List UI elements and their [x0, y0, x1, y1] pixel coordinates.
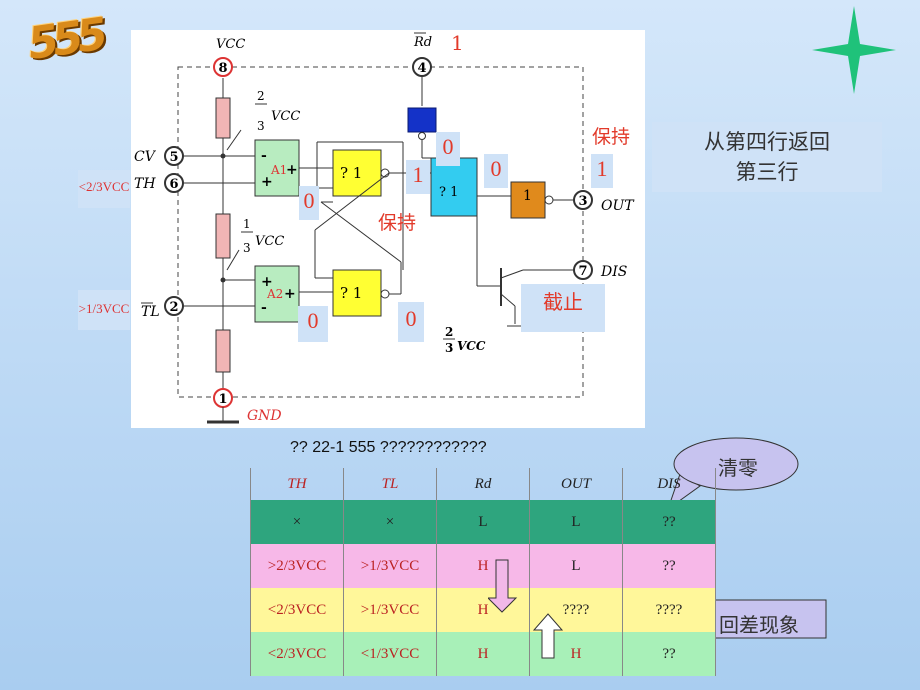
pin-4	[412, 57, 432, 77]
hysteresis-callout-text: 回差现象	[719, 613, 799, 637]
svg-text:? 1: ? 1	[340, 164, 362, 182]
arrow-up-icon	[532, 613, 564, 659]
gate3-output-state: 0	[484, 154, 508, 188]
cv-label: CV	[134, 149, 157, 165]
truth-table: TH TL Rd OUT DIS × × L L ?? >2/3VCC >1/3…	[250, 468, 716, 676]
logo-555: 555	[24, 9, 106, 70]
pin-4-number: 4	[417, 61, 426, 76]
divider-top-den: 3	[257, 119, 265, 133]
clear-callout-text: 清零	[718, 456, 758, 480]
tl-label: TL	[141, 304, 160, 320]
header-rd: Rd	[436, 468, 530, 500]
latch-hold-label: 保持	[377, 212, 416, 234]
svg-text:7: 7	[578, 264, 587, 279]
svg-text:2: 2	[445, 325, 453, 339]
svg-text:? 1: ? 1	[439, 185, 458, 200]
star-icon	[812, 6, 896, 94]
arrow-down-icon	[488, 559, 518, 613]
a2-output-state: 0	[298, 306, 328, 342]
output-buffer	[510, 181, 546, 219]
svg-text:3: 3	[578, 194, 587, 209]
divider-top-vcc: VCC	[271, 109, 300, 124]
header-out: OUT	[529, 468, 623, 500]
svg-text:1: 1	[523, 188, 532, 204]
table-row: × × L L ??	[250, 500, 716, 544]
th-label: TH	[134, 176, 156, 192]
gnd-label: GND	[247, 408, 282, 424]
vcc-label: VCC	[216, 37, 245, 52]
table-row: <2/3VCC >1/3VCC H ???? ????	[250, 588, 716, 632]
svg-text:2: 2	[169, 300, 178, 315]
table-header: TH TL Rd OUT DIS	[250, 468, 716, 500]
pin-7	[573, 260, 593, 280]
divider-top-num: 2	[257, 89, 265, 103]
header-dis: DIS	[622, 468, 716, 500]
svg-text:+: +	[261, 174, 273, 190]
out-hold-label: 保持	[591, 126, 630, 148]
svg-text:6: 6	[169, 177, 178, 192]
th-input-hint: <2/3VCC	[78, 170, 130, 208]
note-box: 从第四行返回 第三行	[652, 122, 882, 192]
svg-text:5: 5	[169, 150, 178, 165]
resistor-bottom	[215, 329, 231, 373]
svg-text:-: -	[261, 300, 267, 316]
divider-bottom-num: 1	[243, 217, 251, 231]
out-state: 1	[591, 154, 613, 188]
comparator-a2	[254, 265, 300, 323]
table-row: >2/3VCC >1/3VCC H L ??	[250, 544, 716, 588]
svg-text:+: +	[284, 286, 296, 302]
table-caption: ?? 22-1 555 ????????????	[290, 439, 487, 456]
svg-text:VCC: VCC	[457, 339, 486, 353]
header-th: TH	[250, 468, 344, 500]
svg-text:A2: A2	[266, 287, 283, 301]
resistor-top	[215, 97, 231, 139]
resistor-mid	[215, 213, 231, 259]
note-line-1: 从第四行返回	[704, 130, 830, 154]
hysteresis-arrows	[488, 559, 564, 659]
svg-text:-: -	[261, 148, 267, 164]
gate2-output-state: 0	[398, 302, 424, 342]
svg-text:1: 1	[218, 392, 227, 407]
pin-8	[213, 57, 233, 77]
transistor-cutoff-label: 截止	[521, 284, 605, 332]
pin-8-number: 8	[218, 61, 227, 76]
svg-text:+: +	[286, 162, 298, 178]
divider-bottom-vcc: VCC	[255, 234, 284, 249]
header-tl: TL	[343, 468, 437, 500]
note-line-2: 第三行	[735, 160, 799, 184]
svg-text:+: +	[261, 274, 273, 290]
nand-gate-2	[332, 269, 382, 317]
rd-value: 1	[451, 31, 464, 55]
reset-buffer-state: 0	[436, 132, 460, 166]
rd-label: Rd	[413, 35, 432, 50]
dis-label: DIS	[600, 264, 627, 280]
svg-text:3: 3	[445, 341, 453, 355]
a1-output-state: 0	[299, 186, 319, 220]
reset-buffer	[407, 107, 437, 133]
tl-input-hint: >1/3VCC	[78, 290, 130, 330]
out-label: OUT	[601, 198, 635, 214]
pin-3	[573, 190, 593, 210]
gate1-output-state: 1	[406, 160, 430, 194]
svg-text:A1: A1	[270, 163, 287, 177]
table-row: <2/3VCC <1/3VCC H H ??	[250, 632, 716, 676]
svg-text:? 1: ? 1	[340, 284, 362, 302]
divider-bottom-den: 3	[243, 241, 251, 255]
